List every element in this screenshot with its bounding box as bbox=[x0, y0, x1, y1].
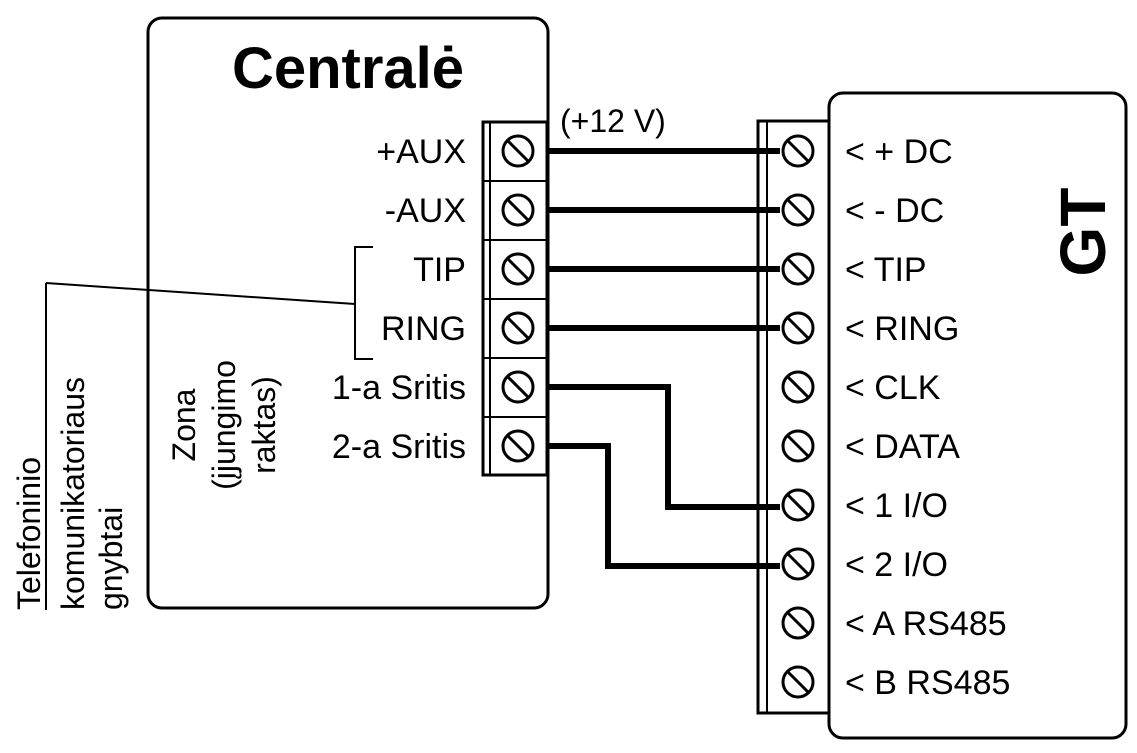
terminal-screw-icon bbox=[781, 311, 815, 345]
central-terminal-label: 1-a Sritis bbox=[332, 369, 466, 407]
terminal-screw-icon bbox=[501, 193, 535, 227]
terminal-screw-icon bbox=[781, 429, 815, 463]
zone-note-line: Zona bbox=[166, 388, 202, 461]
zone-note-line: raktas) bbox=[246, 376, 282, 474]
zone-note-line: (įjungimo bbox=[206, 360, 242, 490]
terminal-screw-icon bbox=[781, 193, 815, 227]
gt-terminal-label: < + DC bbox=[845, 133, 953, 171]
central-terminal-block bbox=[481, 120, 549, 477]
gt-terminal-label: < DATA bbox=[845, 428, 960, 466]
gt-terminal-label: < 1 I/O bbox=[845, 487, 948, 525]
terminal-screw-icon bbox=[781, 665, 815, 699]
gt-terminal-label: < - DC bbox=[845, 192, 944, 230]
terminal-screw-icon bbox=[501, 311, 535, 345]
telephone-bracket bbox=[354, 246, 373, 360]
telephone-leader-line bbox=[45, 282, 356, 305]
telephone-note-line: gnybtai bbox=[93, 507, 129, 610]
gt-terminal-label: < CLK bbox=[845, 369, 941, 407]
central-terminal-label: -AUX bbox=[385, 192, 466, 230]
gt-terminal-label: < B RS485 bbox=[845, 664, 1010, 702]
wires bbox=[547, 148, 780, 569]
terminal-screw-icon bbox=[501, 429, 535, 463]
central-terminal-label: TIP bbox=[413, 251, 466, 289]
terminal-screw-icon bbox=[781, 488, 815, 522]
gt-module-title: GT bbox=[1047, 188, 1119, 277]
terminal-screw-icon bbox=[781, 134, 815, 168]
central-terminal-label: RING bbox=[381, 310, 466, 348]
telephone-note-line: Telefoninio bbox=[11, 457, 47, 610]
central-terminal-label: 2-a Sritis bbox=[332, 428, 466, 466]
central-unit-title: Centralė bbox=[232, 36, 464, 101]
gt-terminal-label: < A RS485 bbox=[845, 605, 1007, 643]
terminal-screw-icon bbox=[501, 370, 535, 404]
wire-zone-2 bbox=[547, 443, 780, 569]
terminal-screw-icon bbox=[501, 134, 535, 168]
telephone-note-line: komunikatoriaus bbox=[55, 377, 91, 610]
gt-terminal-label: < TIP bbox=[845, 251, 927, 289]
wire-zone-1 bbox=[547, 384, 780, 510]
gt-terminal-label: < RING bbox=[845, 310, 959, 348]
gt-terminal-block bbox=[756, 119, 831, 715]
terminal-screw-icon bbox=[781, 252, 815, 286]
gt-terminal-label: < 2 I/O bbox=[845, 546, 948, 584]
terminal-screw-icon bbox=[781, 370, 815, 404]
terminal-screw-icon bbox=[781, 547, 815, 581]
terminal-screw-icon bbox=[781, 606, 815, 640]
terminal-screw-icon bbox=[501, 252, 535, 286]
central-unit-box bbox=[146, 16, 550, 610]
central-terminal-label: +AUX bbox=[376, 133, 466, 171]
voltage-note: (+12 V) bbox=[560, 103, 666, 139]
